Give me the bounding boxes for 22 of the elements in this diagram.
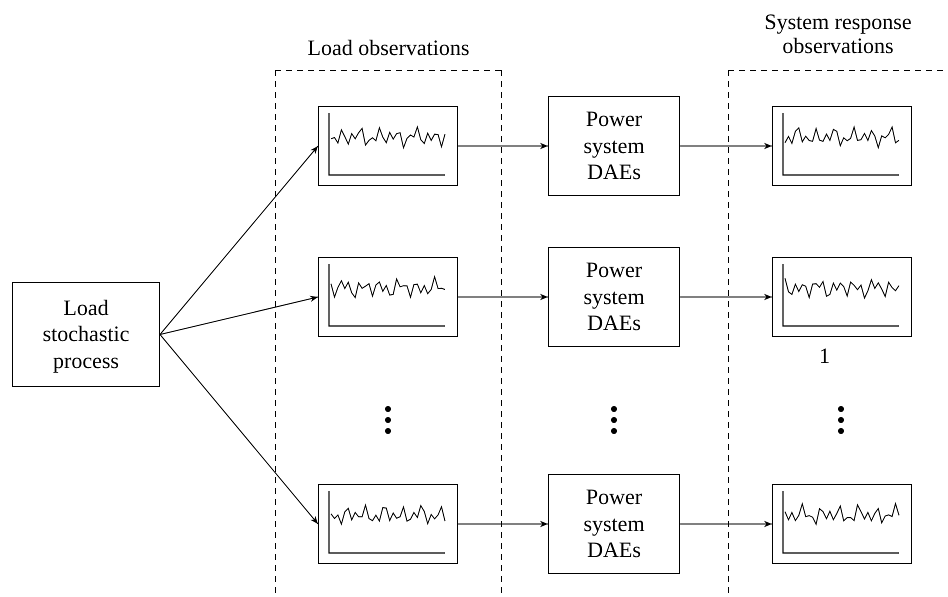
process-box: Load stochastic process [12, 282, 160, 387]
time-series-plot [318, 106, 458, 186]
group-title: System response observations [763, 10, 913, 58]
time-series-plot [318, 257, 458, 337]
time-series-plot [772, 257, 912, 337]
arrow [680, 520, 772, 528]
arrow [160, 296, 318, 335]
arrow [160, 146, 318, 335]
arrow [458, 520, 548, 528]
index-label: 1 [819, 345, 830, 367]
process-box: Power system DAEs [548, 474, 680, 574]
group-title: Load observations [306, 36, 470, 60]
arrow [160, 334, 318, 524]
time-series-plot [318, 484, 458, 564]
arrow [680, 294, 772, 300]
arrow [680, 142, 772, 150]
time-series-plot [772, 106, 912, 186]
process-box: Power system DAEs [548, 247, 680, 347]
arrow [458, 142, 548, 150]
arrow [458, 294, 548, 300]
process-box: Power system DAEs [548, 96, 680, 196]
time-series-plot [772, 484, 912, 564]
